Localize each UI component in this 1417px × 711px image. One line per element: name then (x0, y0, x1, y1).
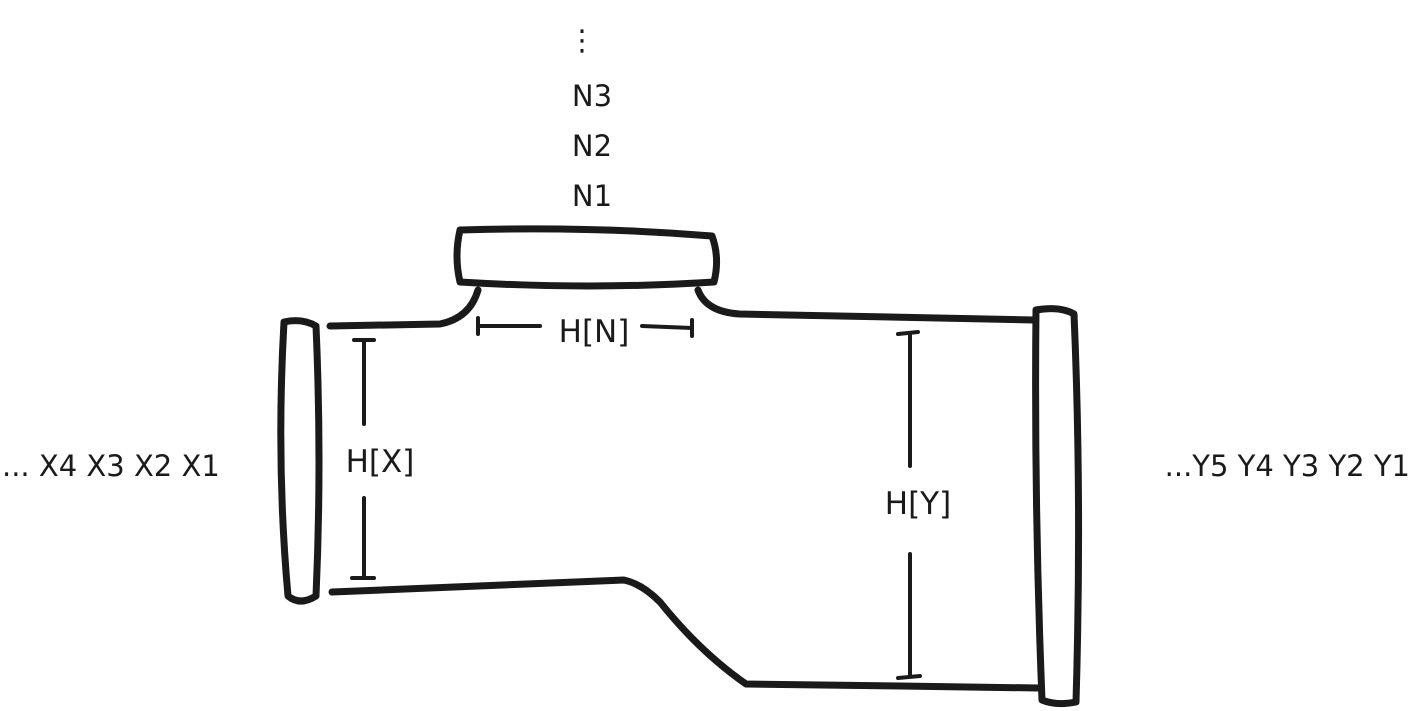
left-sequence: ... X4 X3 X2 X1 (2, 449, 220, 483)
left-end-cap (277, 317, 323, 605)
hy-tick-top (896, 330, 920, 336)
body-top-edge-right (694, 286, 1038, 324)
body-bottom-edge (328, 576, 1042, 692)
label-h-y: H[Y] (885, 486, 951, 522)
top-sequence-n2: N2 (572, 129, 612, 163)
top-sequence-dots: ⋮ (568, 23, 597, 57)
top-inlet-cap (453, 225, 721, 290)
hn-line-right (640, 324, 694, 330)
right-sequence: ...Y5 Y4 Y3 Y2 Y1 (1165, 449, 1410, 483)
label-h-n: H[N] (559, 314, 630, 350)
top-sequence-n3: N3 (572, 79, 612, 113)
label-h-x: H[X] (346, 444, 415, 480)
body-top-edge-left (326, 286, 482, 330)
right-end-cap (1032, 305, 1083, 708)
top-sequence-n1: N1 (572, 179, 612, 213)
